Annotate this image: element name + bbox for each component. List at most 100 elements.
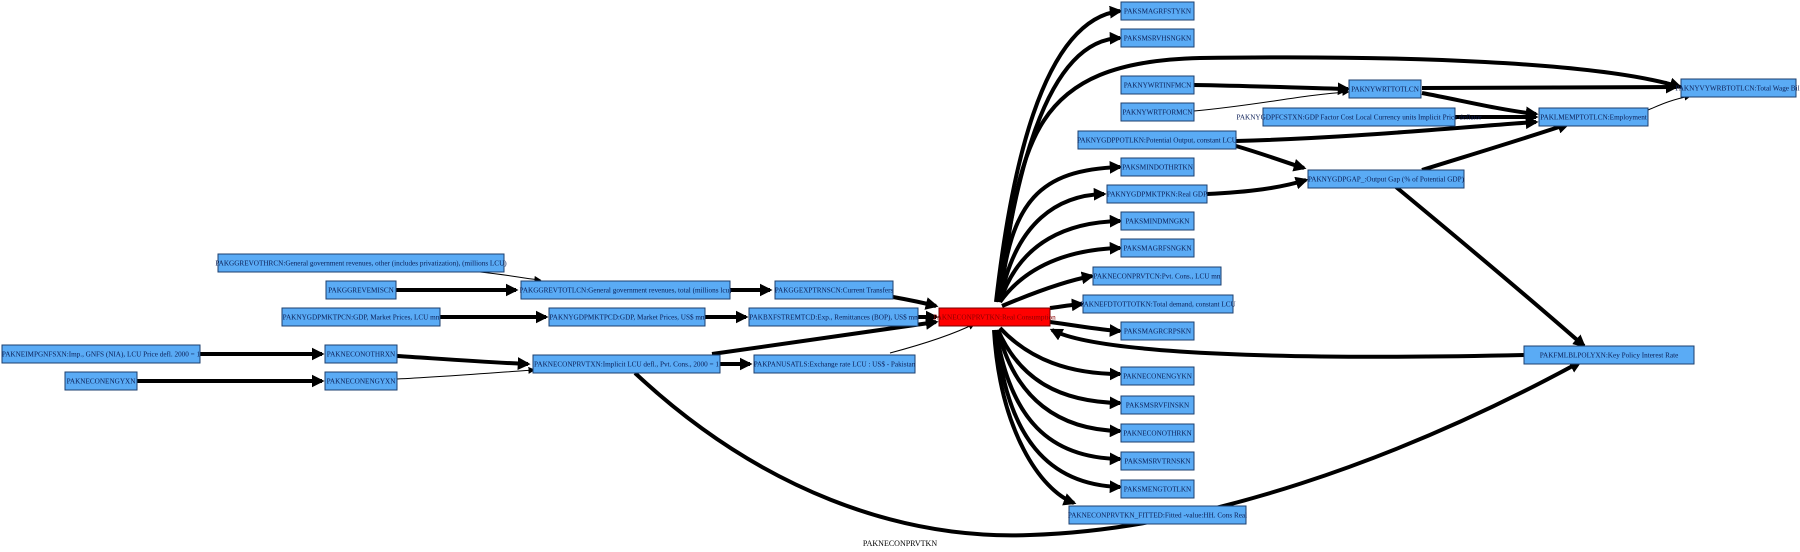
node[interactable]: PAKSMSRVFINSKN [1120,395,1195,415]
edge [998,214,1123,303]
node[interactable]: PAKNEFDTOTTOTKN:Total demand, constant L… [1080,294,1237,314]
node[interactable]: PAKNYWRTTOTLCN [1348,79,1422,99]
edge [396,366,536,380]
svg-text:PAKSMINDOTHRTKN: PAKSMINDOTHRTKN [1122,164,1194,172]
svg-text:PAKSMENGTOTLKN: PAKSMENGTOTLKN [1124,486,1192,494]
node[interactable]: PAKSMSRVTRNSKN [1120,451,1195,471]
svg-text:PAKSMSRVHSNGKN: PAKSMSRVHSNGKN [1124,35,1192,43]
svg-text:PAKNEFDTOTTOTKN:Total demand,: PAKNEFDTOTTOTKN:Total demand, constant L… [1080,301,1236,309]
node[interactable]: PAKNECONPRVTKN_FITTED:Fitted -value:HH. … [1068,505,1247,525]
node[interactable]: PAKSMSRVHSNGKN [1120,28,1195,48]
svg-text:PAKNECONPRVTXN:Implicit LCU de: PAKNECONPRVTXN:Implicit LCU defl., Pvt. … [534,361,719,369]
edge [996,329,1123,438]
node[interactable]: PAKGGEXPTRNSCN:Current Transfers [774,280,894,300]
edge [1394,185,1586,348]
node[interactable]: PAKGGREVOTHRCN:General government revenu… [215,253,507,273]
node[interactable]: PAKSMINDMNGKN [1120,211,1195,231]
edges [137,5,1692,538]
edge [1235,144,1307,172]
svg-text:PAKNYGDPGAP_:Output Gap (% of: PAKNYGDPGAP_:Output Gap (% of Potential … [1308,176,1465,184]
node[interactable]: PAKNECONPRVTCN:Pvt. Cons., LCU mn [1092,266,1222,286]
svg-text:PAKSMSRVTRNSKN: PAKSMSRVTRNSKN [1124,458,1191,466]
node[interactable]: PAKNYGDPMKTPCN:GDP, Market Prices, LCU m… [281,307,441,327]
node[interactable]: PAKNYGDPGAP_:Output Gap (% of Potential … [1307,169,1465,189]
edge [1206,176,1309,196]
edge [998,160,1123,303]
svg-text:PAKNECONENGYXN: PAKNECONENGYXN [67,378,137,386]
svg-text:PAKBXFSTREMTCD:Exp., Remittanc: PAKBXFSTREMTCD:Exp., Remittances (BOP), … [749,314,918,322]
edge [992,329,1077,506]
edge [998,55,1683,303]
svg-text:PAKNYGDPMKTPCN:GDP, Market Pri: PAKNYGDPMKTPCN:GDP, Market Prices, LCU m… [283,314,440,322]
node[interactable]: PAKSMAGRFSTYKN [1120,1,1195,21]
node[interactable]: PAKNYWRTINFMCN [1120,75,1195,95]
svg-text:PAKNYGDPFCSTXN:GDP Factor Cost: PAKNYGDPFCSTXN:GDP Factor Cost Local Cur… [1236,114,1482,122]
svg-text:PAKSMINDMNGKN: PAKSMINDMNGKN [1125,218,1190,226]
node[interactable]: PAKNECONENGYXN [324,371,398,391]
node[interactable]: PAKSMAGRFSNGKN [1120,238,1195,258]
svg-text:PAKNECONPRVTCN:Pvt. Cons., LCU: PAKNECONPRVTCN:Pvt. Cons., LCU mn [1094,273,1221,281]
node[interactable]: PAKFMLBLPOLYXN:Key Policy Interest Rate [1523,345,1695,365]
edge [994,329,1123,494]
node[interactable]: PAKNEIMPGNFSXN:Imp., GNFS (NIA), LCU Pri… [1,344,201,364]
node[interactable]: PAKNECONENGYKN [1120,366,1195,386]
svg-text:PAKNYWRTTOTLCN: PAKNYWRTTOTLCN [1351,86,1420,94]
node[interactable]: PAKSMINDOTHRTKN [1120,157,1195,177]
svg-text:PAKGGREVEMISCN: PAKGGREVEMISCN [328,287,394,295]
svg-text:PAKNYGDPPOTLKN:Potential Outpu: PAKNYGDPPOTLKN:Potential Output, constan… [1077,137,1238,145]
node[interactable]: PAKNYGDPMKTPKN:Real GDP [1106,184,1208,204]
node[interactable]: PAKLMEMPTOTLCN:Employment [1538,107,1649,127]
svg-text:PAKGGREVOTHRCN:General governm: PAKGGREVOTHRCN:General government revenu… [215,260,507,268]
edge [998,326,1123,381]
node[interactable]: PAKSMAGRCRPSKN [1120,321,1195,341]
node[interactable]: PAKNYWRTFORMCN [1120,102,1195,122]
edge [479,271,542,283]
svg-text:PAKNECONPRVTKN_FITTED:Fitted -: PAKNECONPRVTKN_FITTED:Fitted -value:HH. … [1068,512,1247,520]
node[interactable]: PAKGGREVEMISCN [325,280,397,300]
svg-text:PAKNECONENGYXN: PAKNECONENGYXN [327,378,397,386]
node[interactable]: PAKNYGDPMKTPCD:GDP, Market Prices, US$ m… [548,307,706,327]
node[interactable]: PAKNECONENGYXN [64,371,138,391]
node[interactable]: PAKNECONPRVTXN:Implicit LCU defl., Pvt. … [532,354,721,374]
edge [396,354,531,370]
svg-text:PAKNECONENGYKN: PAKNECONENGYKN [1123,373,1193,381]
node[interactable]: PAKNECONOTHRXN [324,344,398,364]
node[interactable]: PAKSMENGTOTLKN [1120,479,1195,499]
edge [1421,80,1679,94]
node[interactable]: PAKBXFSTREMTCD:Exp., Remittances (BOP), … [748,307,919,327]
svg-text:PAKNYVYWRBTOTLCN:Total Wage Bi: PAKNYVYWRBTOTLCN:Total Wage Bill [1675,85,1800,93]
svg-text:PAKSMAGRCRPSKN: PAKSMAGRCRPSKN [1124,328,1192,336]
svg-text:PAKGGREVTOTLCN:General governm: PAKGGREVTOTLCN:General government revenu… [520,287,733,295]
edge [994,329,1123,466]
svg-text:PAKLMEMPTOTLCN:Employment: PAKLMEMPTOTLCN:Employment [1540,114,1647,122]
node[interactable]: PAKPANUSATLS:Exchange rate LCU : US$ - P… [753,354,916,374]
edge [892,295,939,310]
svg-text:PAKNYGDPMKTPKN:Real GDP: PAKNYGDPMKTPKN:Real GDP [1107,191,1207,199]
edge [1421,91,1539,120]
svg-text:PAKPANUSATLS:Exchange rate LCU: PAKPANUSATLS:Exchange rate LCU : US$ - P… [754,361,916,369]
node[interactable]: PAKNECONOTHRKN [1120,423,1195,443]
svg-text:PAKSMSRVFINSKN: PAKSMSRVFINSKN [1126,402,1190,410]
svg-text:PAKSMAGRFSNGKN: PAKSMAGRFSNGKN [1123,245,1192,253]
svg-text:PAKSMAGRFSTYKN: PAKSMAGRFSTYKN [1124,8,1192,16]
edge [1235,116,1539,143]
edge [1193,82,1351,96]
node[interactable]: PAKNYVYWRBTOTLCN:Total Wage Bill [1675,78,1800,98]
svg-text:PAKFMLBLPOLYXN:Key Policy Inte: PAKFMLBLPOLYXN:Key Policy Interest Rate [1540,352,1679,360]
edge [1421,121,1571,172]
svg-text:PAKNYGDPMKTPCD:GDP, Market Pri: PAKNYGDPMKTPCD:GDP, Market Prices, US$ m… [549,314,704,322]
svg-text:PAKNECONOTHRXN: PAKNECONOTHRXN [327,351,396,359]
node[interactable]: PAKNYGDPPOTLKN:Potential Output, constan… [1077,130,1238,150]
edge [998,241,1123,304]
svg-text:PAKNYWRTINFMCN: PAKNYWRTINFMCN [1124,82,1192,90]
nodes: PAKSMAGRFSTYKN PAKSMSRVHSNGKN PAKNYWRTIN… [1,1,1800,525]
node[interactable]: PAKNYGDPFCSTXN:GDP Factor Cost Local Cur… [1236,107,1482,127]
edge [1049,320,1123,337]
node[interactable]: PAKGGREVTOTLCN:General government revenu… [520,280,733,300]
center-node[interactable]: PAKNECONPRVTKN:Real Consumption [933,307,1056,327]
graph-caption: PAKNECONPRVTKN [863,539,937,548]
edge [1647,93,1692,111]
svg-text:PAKNECONPRVTKN:Real Consumptio: PAKNECONPRVTKN:Real Consumption [933,314,1056,322]
edge [889,323,976,354]
edge [1049,298,1085,312]
